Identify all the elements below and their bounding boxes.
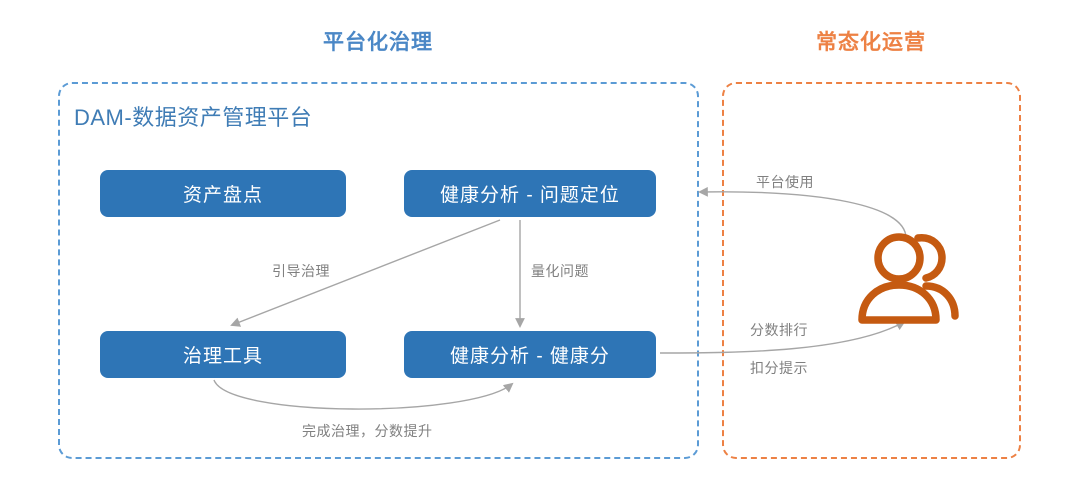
node-asset-inventory[interactable]: 资产盘点: [100, 170, 346, 217]
section-title-operation: 常态化运营: [816, 31, 926, 54]
node-health-analysis-health-score[interactable]: 健康分析 - 健康分: [404, 331, 656, 378]
node-governance-tools[interactable]: 治理工具: [100, 331, 346, 378]
edge-label-finish-governance: 完成治理，分数提升: [302, 423, 433, 439]
section-title-platform: 平台化治理: [323, 31, 433, 54]
edge-label-deduction-tip: 扣分提示: [750, 360, 808, 376]
node-health-analysis-issue-location[interactable]: 健康分析 - 问题定位: [404, 170, 656, 217]
edge-label-platform-use: 平台使用: [756, 174, 814, 190]
users-icon: [858, 233, 959, 324]
edge-label-score-ranking: 分数排行: [750, 322, 808, 338]
operation-panel: [722, 82, 1021, 459]
platform-panel: [58, 82, 699, 459]
edge-label-quantify-issue: 量化问题: [531, 263, 589, 279]
edge-label-guide-governance: 引导治理: [272, 263, 330, 279]
platform-panel-heading: DAM-数据资产管理平台: [74, 105, 313, 130]
